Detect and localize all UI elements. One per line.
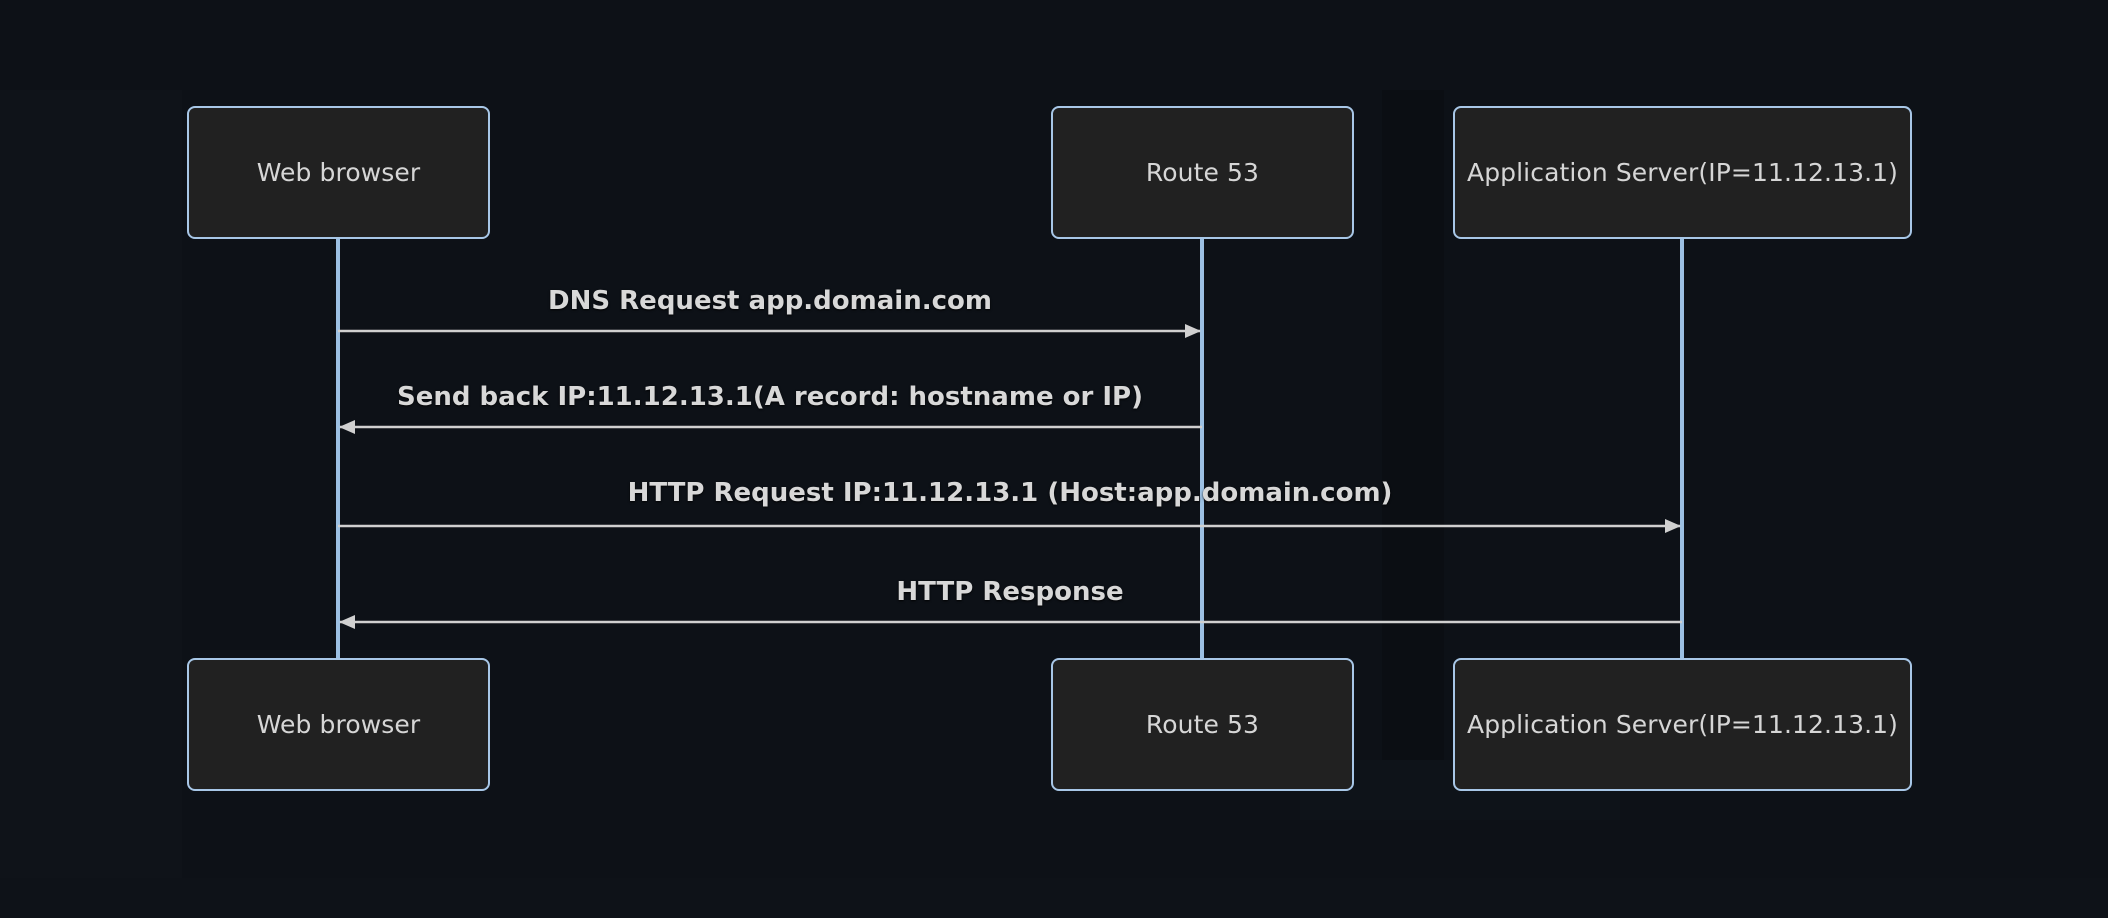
actor-label-browser-top: Web browser	[256, 158, 421, 187]
actor-label-appserver-bottom: Application Server(IP=11.12.13.1)	[1467, 710, 1898, 739]
actor-label-browser-bottom: Web browser	[256, 710, 421, 739]
actor-box-appserver-top[interactable]: Application Server(IP=11.12.13.1)	[1453, 106, 1912, 239]
actor-box-route53-bottom[interactable]: Route 53	[1051, 658, 1354, 791]
lifelines-group	[336, 239, 1684, 658]
actor-box-browser-bottom[interactable]: Web browser	[187, 658, 490, 791]
message-arrows-group	[338, 324, 1682, 629]
actor-label-route53-bottom: Route 53	[1145, 710, 1260, 739]
message-label-dns-request: DNS Request app.domain.com	[548, 286, 992, 316]
actor-box-route53-top[interactable]: Route 53	[1051, 106, 1354, 239]
message-label-http-response: HTTP Response	[896, 577, 1124, 607]
message-label-http-request: HTTP Request IP:11.12.13.1 (Host:app.dom…	[627, 478, 1393, 508]
actor-box-browser-top[interactable]: Web browser	[187, 106, 490, 239]
message-label-dns-response: Send back IP:11.12.13.1(A record: hostna…	[397, 382, 1143, 412]
actor-label-appserver-top: Application Server(IP=11.12.13.1)	[1467, 158, 1898, 187]
actor-label-route53-top: Route 53	[1145, 158, 1260, 187]
actor-box-appserver-bottom[interactable]: Application Server(IP=11.12.13.1)	[1453, 658, 1912, 791]
